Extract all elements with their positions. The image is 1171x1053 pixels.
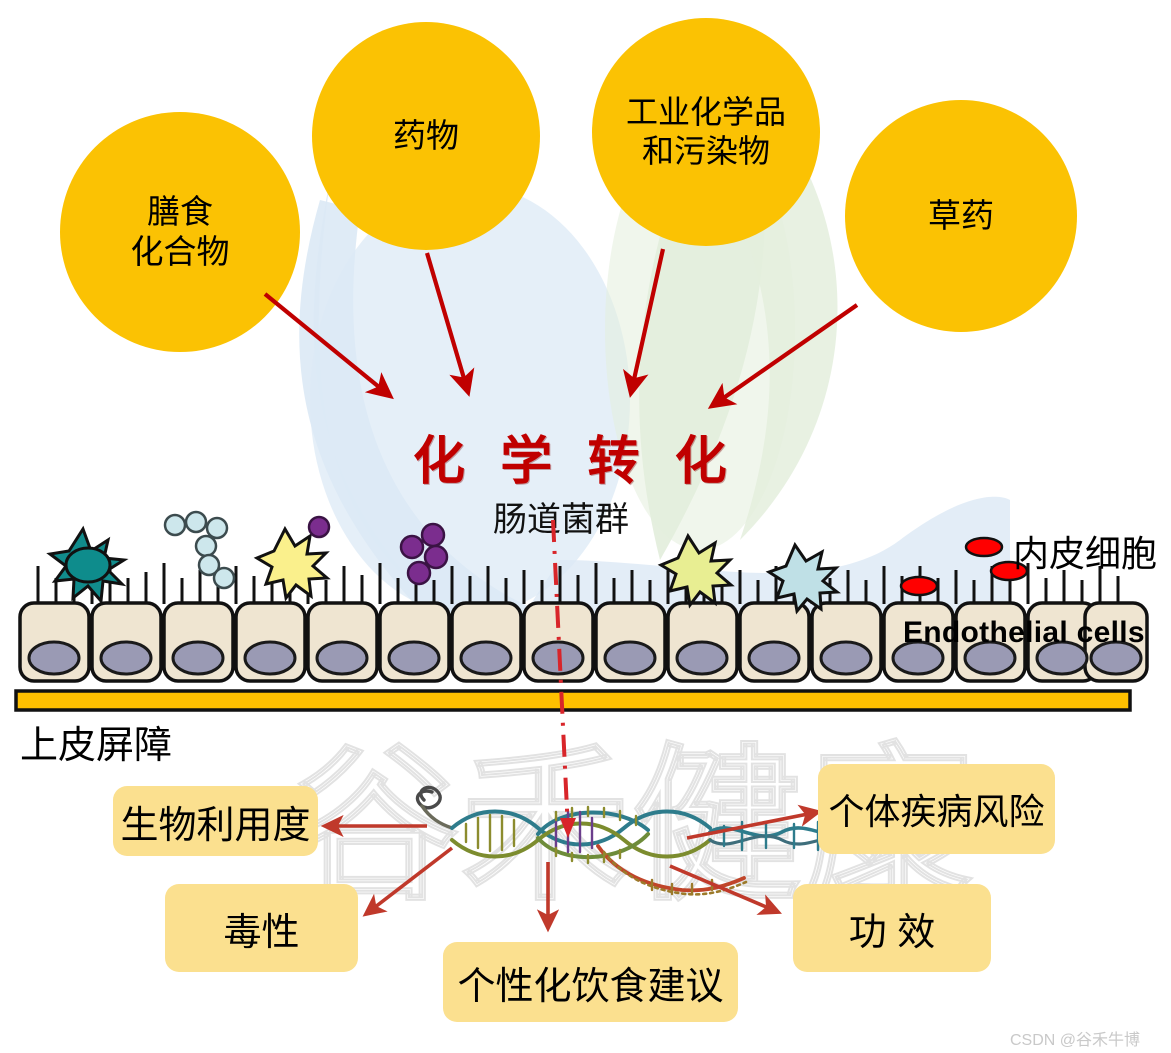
molecule-purple-dot-single [307,515,331,539]
endothelial-red-ellipses [899,536,1029,597]
source-circle-drugs[interactable]: 药物 [312,22,540,250]
barrier-label: 上皮屏障 [20,725,173,767]
outcome-box-personalized-diet-advice[interactable]: 个性化饮食建议 [443,942,738,1022]
source-circle-herbal-medicine[interactable]: 草药 [845,100,1077,332]
outcome-label: 个体疾病风险 [828,791,1045,832]
arrow-from-herbs [707,303,859,409]
source-circle-label: 草药 [928,196,994,234]
outcome-box-toxicity[interactable]: 毒性 [165,884,358,972]
outcome-label: 生物利用度 [120,804,311,847]
molecule-blue-burst [765,541,842,615]
endothelial-cells-label-cn: 内皮细胞 [1013,533,1158,574]
outcome-box-bioavailability[interactable]: 生物利用度 [113,786,318,856]
microvilli [36,563,1120,604]
molecule-blue-bead-chain [163,510,236,590]
source-circle-dietary-compounds[interactable]: 膳食 化合物 [60,112,300,352]
source-circle-label: 工业化学品 和污染物 [625,93,786,169]
molecule-teal-star [46,525,129,605]
arrow-from-drugs [424,252,475,397]
subtitle: 肠道菌群 [493,501,629,539]
molecule-yellow-burst-left [253,525,331,602]
arrow-from-dietary [263,292,394,400]
source-circle-label: 膳食 化合物 [130,192,230,270]
footer-watermark: CSDN @谷禾牛博 [1010,1032,1141,1049]
arrow-from-chemicals [623,248,666,398]
molecule-yellow-burst-right [657,532,735,609]
outcome-label: 毒性 [223,911,300,954]
outcome-box-individual-disease-risk[interactable]: 个体疾病风险 [818,764,1055,854]
endothelial-cells-label: Endothelial cells [903,616,1145,649]
outcome-label: 个性化饮食建议 [457,965,724,1008]
page-title: 化 学 转 化 [413,433,738,491]
molecule-purple-dot-cluster [399,522,449,586]
outcome-box-efficacy[interactable]: 功 效 [793,884,991,972]
source-circle-label: 药物 [393,116,459,154]
source-circle-industrial-chemicals-pollutants[interactable]: 工业化学品 和污染物 [592,18,820,246]
outcome-label: 功 效 [848,911,936,954]
